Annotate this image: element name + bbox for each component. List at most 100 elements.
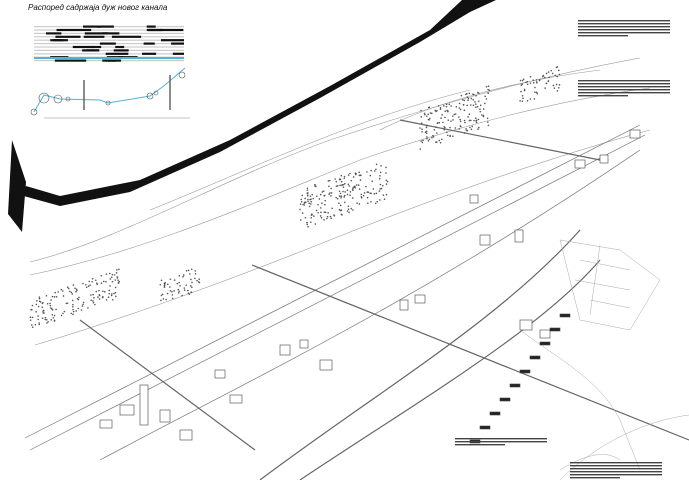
dot [62, 290, 64, 292]
dot [475, 120, 477, 122]
dot [349, 172, 351, 175]
dot [50, 307, 52, 309]
dot [450, 105, 452, 107]
dot [472, 98, 475, 101]
dot [94, 279, 97, 282]
dot [343, 196, 345, 198]
dot [358, 188, 361, 190]
dot [421, 131, 423, 133]
text-line [570, 462, 662, 464]
dot [522, 97, 524, 99]
dot [342, 186, 345, 188]
dot [432, 134, 434, 137]
dot [314, 185, 316, 187]
building [479, 234, 491, 246]
dot [161, 293, 164, 296]
dot [447, 119, 450, 121]
dot [317, 211, 319, 214]
dotted-fields [29, 66, 561, 328]
text-line [578, 29, 670, 31]
chart-row [34, 46, 184, 48]
dot [348, 185, 351, 187]
dot [330, 187, 332, 190]
dot [37, 318, 39, 321]
dot [350, 179, 353, 182]
dot [449, 126, 451, 129]
dot [38, 323, 41, 326]
dot [179, 285, 181, 287]
dot [367, 202, 369, 205]
dot [477, 118, 480, 121]
dot [425, 132, 428, 134]
dot [323, 211, 326, 213]
dot [443, 128, 445, 131]
chart-bar [115, 45, 125, 49]
dot [46, 302, 49, 305]
text-line [578, 83, 670, 85]
dot [520, 84, 523, 86]
dot [534, 86, 536, 89]
dot [380, 187, 383, 190]
dot [105, 280, 107, 283]
page-title: Распоред садржаја дуж новог канала [28, 3, 168, 12]
dot [52, 316, 55, 319]
dot [114, 286, 117, 289]
dot [358, 171, 360, 174]
dot [62, 295, 65, 297]
dot [190, 268, 193, 271]
dot [427, 106, 430, 109]
dot [41, 306, 44, 309]
chart-bar [148, 28, 184, 32]
dot [459, 118, 461, 121]
building [179, 429, 193, 441]
profile-node [178, 71, 186, 79]
dot [342, 183, 345, 186]
text-line [578, 32, 670, 34]
dot [198, 278, 201, 281]
chart-bar [146, 25, 156, 28]
dot [428, 138, 431, 141]
dot [479, 110, 482, 113]
dot [382, 194, 385, 197]
dot [94, 303, 96, 306]
dot [338, 190, 341, 193]
dot [452, 115, 454, 117]
dot [347, 205, 350, 208]
dot [323, 219, 325, 221]
dot [448, 103, 451, 106]
dot [87, 307, 89, 309]
dot [300, 200, 303, 203]
dot [439, 106, 442, 109]
dot [520, 90, 522, 93]
dot [457, 116, 460, 118]
building [119, 404, 135, 416]
dot [438, 139, 441, 142]
dot [309, 198, 311, 201]
dot [354, 173, 357, 176]
dot [187, 289, 189, 292]
dot [360, 196, 363, 198]
dot [538, 79, 541, 82]
dot [382, 184, 384, 187]
dot [461, 98, 464, 101]
dot [430, 112, 433, 115]
dot [171, 294, 174, 296]
dot [299, 208, 301, 211]
dot [194, 272, 197, 275]
dot [347, 174, 350, 176]
dot [51, 314, 54, 316]
dot [477, 100, 480, 102]
dot [366, 196, 369, 199]
canal-marker [489, 411, 501, 416]
dot [420, 109, 422, 112]
buildings [99, 129, 641, 444]
dot [421, 141, 424, 144]
text-line [455, 444, 505, 446]
dot [466, 129, 469, 132]
dot [440, 117, 442, 119]
text-line [578, 35, 628, 37]
dot [118, 280, 121, 283]
dot [529, 98, 532, 100]
dot [108, 272, 111, 275]
dot [519, 100, 521, 102]
